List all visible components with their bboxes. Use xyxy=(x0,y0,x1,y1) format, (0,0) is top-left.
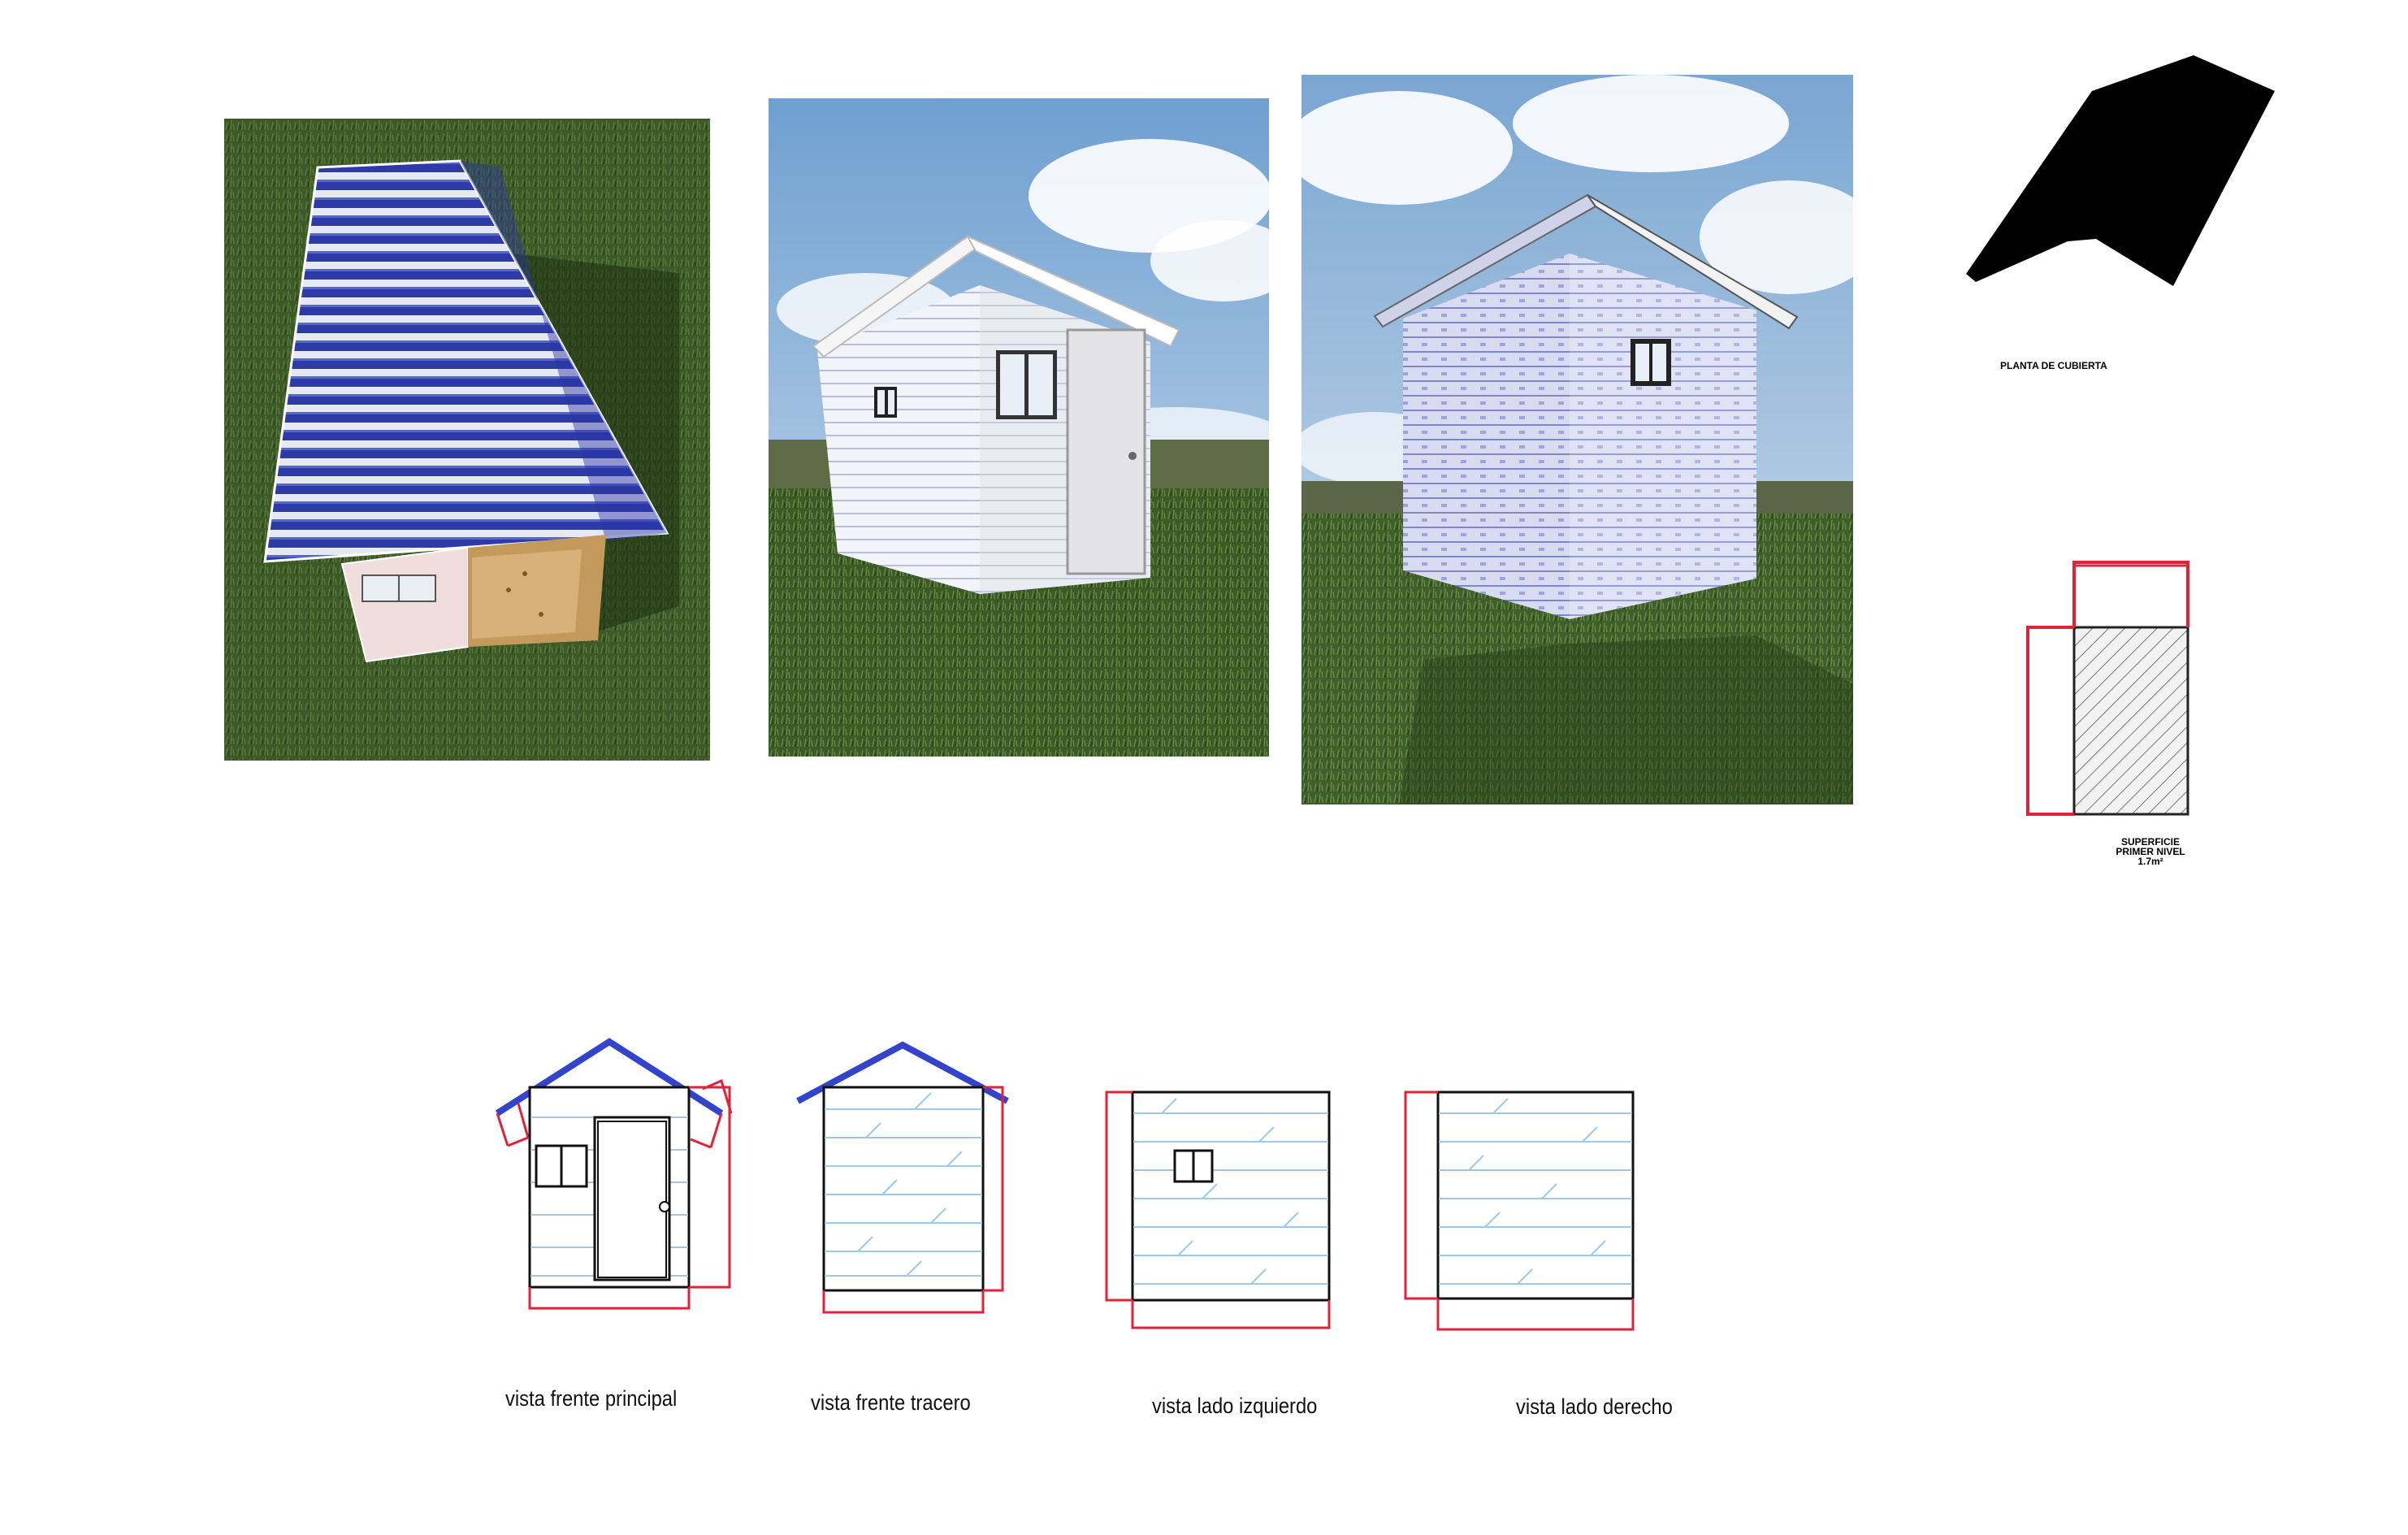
elevation-left xyxy=(1097,1081,1340,1341)
elevation-rear xyxy=(793,1032,1020,1333)
floor-area-label-line3: 1.7m² xyxy=(2137,856,2163,867)
floor-area-label-line1: SUPERFICIE xyxy=(2120,836,2180,848)
floor-area-label: SUPERFICIE PRIMER NIVEL 1.7m² xyxy=(2098,837,2203,866)
elevation-right xyxy=(1396,1081,1639,1341)
roof-plan-label: PLANTA DE CUBIERTA xyxy=(2000,360,2107,371)
elevation-front-label: vista frente principal xyxy=(505,1386,678,1411)
roof-plan-drawing xyxy=(1958,50,2283,294)
elevation-left-label: vista lado izquierdo xyxy=(1152,1394,1318,1418)
floor-area-label-line2: PRIMER NIVEL xyxy=(2116,846,2185,857)
render-front-view xyxy=(769,98,1269,757)
elevation-front xyxy=(487,1032,739,1333)
render-rear-view xyxy=(1301,75,1853,804)
floor-area-plan xyxy=(2023,553,2202,829)
elevation-rear-label: vista frente tracero xyxy=(811,1390,971,1415)
render-aerial-view xyxy=(224,119,710,761)
elevation-right-label: vista lado derecho xyxy=(1516,1394,1673,1419)
